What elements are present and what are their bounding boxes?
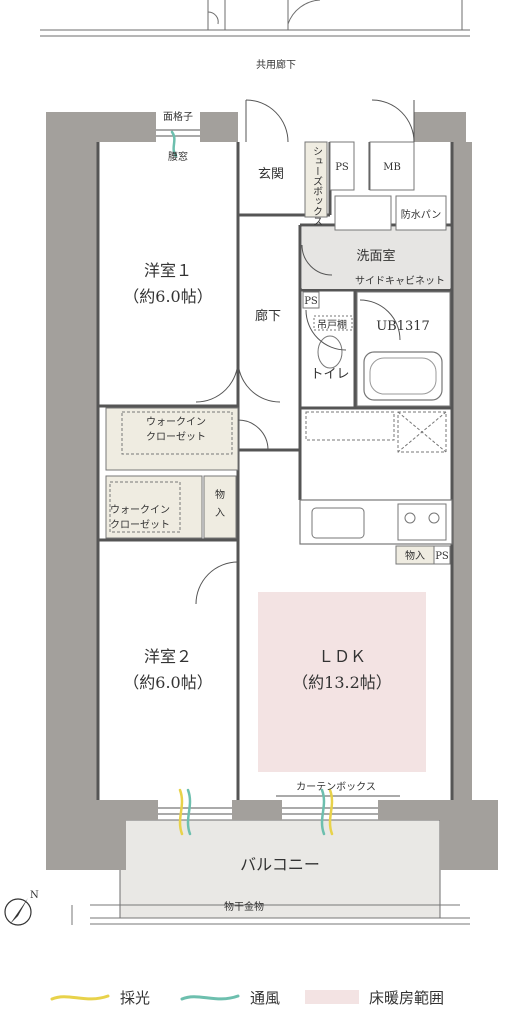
- shoe-box: [304, 141, 328, 218]
- ps-top-box: [329, 141, 355, 191]
- curtain-box-label: カーテンボックス: [296, 781, 376, 793]
- washroom-label: 洗面室: [356, 248, 395, 264]
- western1-size: （約6.0帖）: [123, 287, 212, 306]
- western2-name: 洋室２: [144, 647, 192, 666]
- balcony-railing: [71, 904, 470, 925]
- unit-bath-label: UB1317: [376, 319, 430, 334]
- ventilation-arrows: [170, 130, 326, 836]
- toilet-label: トイレ: [310, 367, 349, 382]
- structural-walls: [46, 112, 498, 870]
- kitchen-sink: [311, 507, 365, 539]
- north-label: N: [30, 890, 39, 901]
- light-swatch-icon: [50, 994, 110, 1001]
- wic2-line2: クローゼット: [110, 519, 170, 531]
- washroom-floor: [302, 227, 450, 289]
- doors: [195, 99, 415, 605]
- washbasin: [334, 195, 392, 231]
- common-corridor-label: 共用廊下: [256, 58, 296, 71]
- mb-box: [369, 141, 415, 191]
- cupboard: [313, 315, 353, 331]
- storage-1: [203, 475, 237, 539]
- laundry-hanger-label: 物干金物: [224, 900, 264, 913]
- ps-toilet-label: PS: [304, 296, 318, 307]
- ldk-name: ＬＤＫ: [318, 647, 366, 666]
- ps-top-label: PS: [335, 162, 349, 173]
- burner-2: [428, 512, 440, 524]
- legend-ventilation: 通風: [180, 980, 280, 1014]
- bathtub: [363, 351, 443, 401]
- walk-in-closet-2: [105, 475, 203, 539]
- north-compass: N: [4, 890, 39, 926]
- western1-name: 洋室１: [144, 261, 192, 280]
- mb-label: MB: [383, 162, 401, 173]
- walk-in-closet-1-inner: [121, 411, 233, 455]
- wic1-line1: ウォークイン: [146, 416, 206, 428]
- burner-1: [404, 512, 416, 524]
- toilet-bowl: [317, 335, 343, 369]
- western2-size: （約6.0帖）: [123, 673, 212, 692]
- floor-heating-zone: [258, 592, 426, 772]
- legend-floor-heating: 床暖房範囲: [305, 980, 444, 1014]
- legend-light-label: 採光: [120, 988, 151, 1007]
- wic2-line1: ウォークイン: [110, 504, 170, 516]
- storage1-line2: 入: [215, 508, 225, 519]
- waist-window-label: 腰窓: [168, 150, 188, 163]
- lattice-label: 面格子: [163, 110, 193, 123]
- bathtub-inner: [369, 357, 437, 395]
- waterproof-pan: [395, 195, 447, 231]
- fridge-space: [305, 411, 447, 453]
- ps-toilet-box: [302, 291, 320, 309]
- windows: [156, 129, 400, 815]
- waterproof-pan-label: 防水パン: [401, 208, 442, 221]
- walk-in-closet-2-inner: [109, 481, 181, 533]
- ldk-size: （約13.2帖）: [292, 673, 392, 692]
- kitchen-stove: [397, 503, 447, 541]
- shoe-box-label: シューズボックス: [311, 146, 323, 226]
- ps-kitchen-box: [433, 545, 451, 565]
- storage1-line1: 物: [215, 488, 225, 501]
- top-structure: [40, 0, 470, 37]
- legend-ventilation-label: 通風: [250, 988, 281, 1007]
- cupboard-label: 吊戸棚: [317, 318, 347, 331]
- ps-kitchen-label: PS: [435, 551, 449, 562]
- entrance-label: 玄関: [258, 167, 284, 182]
- legend-floor-heating-label: 床暖房範囲: [369, 988, 445, 1007]
- side-cabinet-label: サイドキャビネット: [355, 275, 445, 287]
- floor-heating-swatch: [305, 990, 359, 1004]
- balcony-label: バルコニー: [240, 855, 320, 874]
- ventilation-swatch-icon: [180, 994, 240, 1001]
- legend-light: 採光: [50, 980, 150, 1014]
- walk-in-closet-1: [105, 407, 239, 471]
- wic1-line2: クローゼット: [146, 431, 206, 443]
- light-arrows: [178, 788, 334, 836]
- kitchen-storage-label: 物入: [405, 549, 425, 562]
- hallway-label: 廊下: [255, 308, 281, 324]
